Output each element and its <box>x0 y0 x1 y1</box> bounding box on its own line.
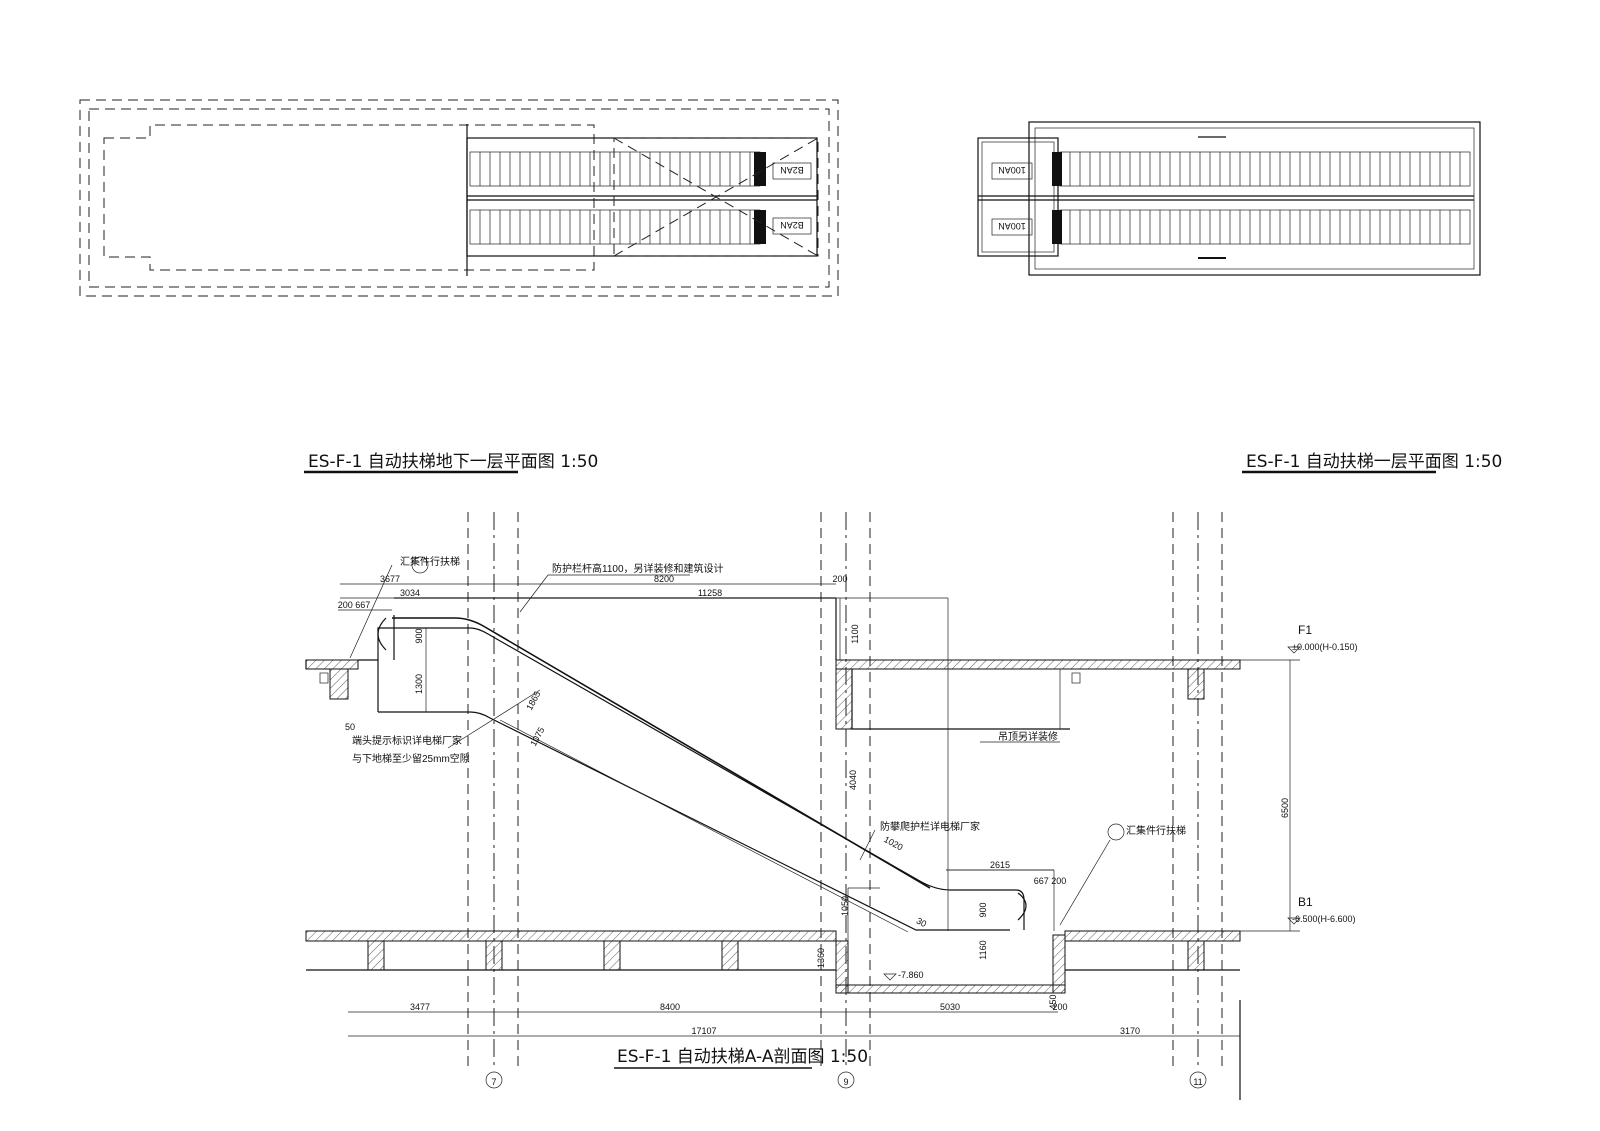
level-b1-name: B1 <box>1298 895 1313 909</box>
note-left-anchor-1: 端头提示标识详电梯厂家 <box>352 734 462 747</box>
section-title: ES-F-1 自动扶梯A-A剖面图 1:50 <box>617 1047 868 1067</box>
dim-6500: 6500 <box>1280 798 1290 818</box>
axis-9: 9 <box>843 1077 848 1087</box>
plan-ground-label-lower: 100AN <box>998 221 1026 231</box>
dim-200-bottom: 200 <box>1052 1002 1067 1012</box>
plan-ground-steps-lower <box>1069 210 1461 244</box>
plan-ground-label-upper: 100AN <box>998 165 1026 175</box>
dim-1050: 1050 <box>840 896 850 916</box>
level-f1-value: ±0.000(H-0.150) <box>1292 642 1357 652</box>
note-ceiling: 吊顶另详装修 <box>998 730 1058 743</box>
dim-1100: 1100 <box>850 624 860 643</box>
plan-ground-title: ES-F-1 自动扶梯一层平面图 1:50 <box>1246 452 1502 472</box>
note-guard-rail: 防护栏杆高1100，另详装修和建筑设计 <box>552 562 724 575</box>
axis-11: 11 <box>1193 1077 1202 1087</box>
plan-basement-title: ES-F-1 自动扶梯地下一层平面图 1:50 <box>308 452 598 472</box>
plan-ground: 100AN 100AN <box>977 121 1481 276</box>
plan-basement-steps-upper <box>479 152 751 186</box>
plan-basement: B2AN B2AN <box>79 99 839 297</box>
dim-667-200: 667 200 <box>1034 876 1067 886</box>
dim-200-top: 200 <box>832 574 847 584</box>
dim-1865: 1865 <box>524 689 542 711</box>
dim-900-top: 900 <box>414 628 424 643</box>
dim-8200: 8200 <box>654 574 674 584</box>
level-pit-value: -7.860 <box>898 970 924 980</box>
dim-4040: 4040 <box>848 770 858 790</box>
plan-ground-steps-upper <box>1069 152 1461 186</box>
dim-1020: 1020 <box>882 834 904 852</box>
dim-50: 50 <box>345 722 355 732</box>
level-f1-name: F1 <box>1298 623 1312 637</box>
level-b1-value: -6.500(H-6.600) <box>1292 914 1356 924</box>
dim-8400: 8400 <box>660 1002 680 1012</box>
axis-7: 7 <box>491 1077 496 1087</box>
dim-3170: 3170 <box>1120 1026 1140 1036</box>
dim-11258: 11258 <box>698 588 722 598</box>
dim-30: 30 <box>915 916 929 930</box>
dim-1300: 1300 <box>414 674 424 694</box>
dim-5030: 5030 <box>940 1002 960 1012</box>
plan-basement-steps-lower <box>479 210 751 244</box>
section-aa <box>305 512 1301 1100</box>
dim-450: 450 <box>1048 994 1058 1009</box>
dim-1360: 1360 <box>816 948 826 968</box>
note-left-anchor-2: 与下地梯至少留25mm空隙 <box>352 752 470 765</box>
dim-3677: 3677 <box>380 574 400 584</box>
note-anti-climb: 防攀爬护栏详电梯厂家 <box>880 820 980 833</box>
note-top-left: 汇集件行扶梯 <box>400 555 460 568</box>
dim-1160: 1160 <box>978 940 988 959</box>
dim-2615: 2615 <box>990 860 1010 870</box>
dim-3477: 3477 <box>410 1002 430 1012</box>
plan-basement-label-lower: B2AN <box>780 220 804 230</box>
plan-basement-label-upper: B2AN <box>780 165 804 175</box>
dim-900-bottom: 900 <box>978 902 988 917</box>
dim-3034: 3034 <box>400 588 420 598</box>
dim-17107: 17107 <box>691 1026 716 1036</box>
dim-200-667: 200 667 <box>338 600 371 610</box>
note-bottom-right: 汇集件行扶梯 <box>1126 824 1186 837</box>
